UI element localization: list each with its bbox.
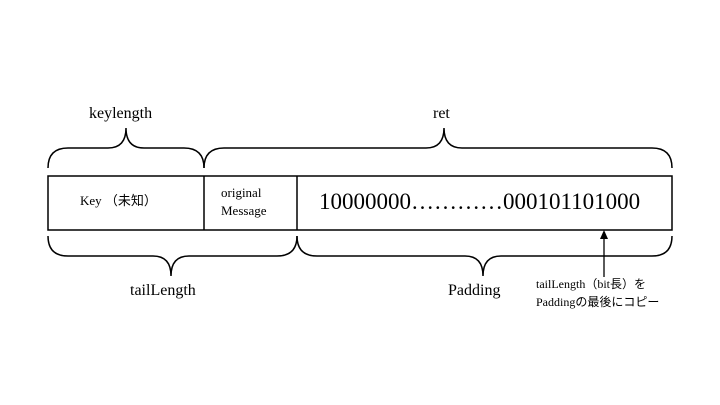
original-message-line2: Message — [221, 203, 267, 218]
padding-brace — [296, 235, 673, 277]
keylength-brace — [47, 127, 205, 169]
original-message-line1: original — [221, 185, 262, 200]
key-cell-text: Key （未知） — [80, 193, 157, 208]
taillength-brace — [47, 235, 298, 277]
copy-arrow-head — [600, 230, 608, 239]
copy-note-line2: Paddingの最後にコピー — [536, 295, 660, 309]
copy-note-line1: tailLength（bit長）を — [536, 277, 646, 291]
message-bar — [47, 175, 673, 231]
ret-brace — [203, 127, 673, 169]
keylength-label: keylength — [89, 105, 153, 122]
padding-bits-text: 10000000…………000101101000 — [319, 189, 641, 214]
ret-label: ret — [433, 105, 450, 122]
taillength-label: tailLength — [130, 282, 196, 299]
padding-label: Padding — [448, 282, 501, 299]
